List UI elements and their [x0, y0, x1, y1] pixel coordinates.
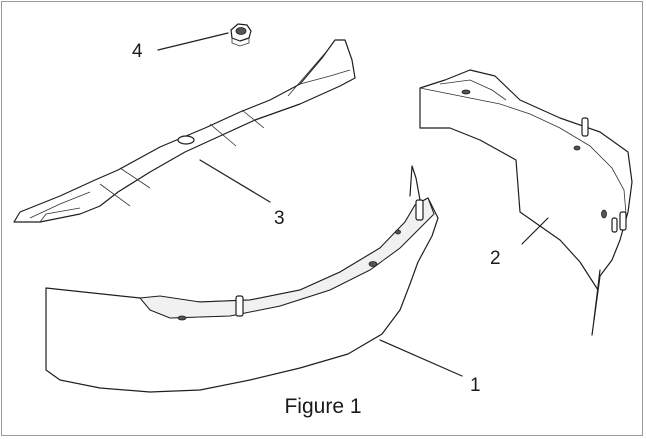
callout-1: 1 [470, 375, 481, 396]
part-4-nut [230, 23, 252, 47]
callout-3: 3 [274, 208, 285, 229]
part-2-baffle [419, 69, 633, 336]
leader-line-3 [199, 159, 271, 203]
leader-line-4 [157, 32, 229, 51]
leader-line-2 [521, 217, 549, 245]
part-3-blade [13, 39, 356, 223]
callout-4: 4 [132, 41, 143, 62]
part-1-baffle [45, 165, 439, 393]
figure-caption: Figure 1 [284, 395, 362, 418]
callout-2: 2 [490, 248, 501, 269]
leader-line-1 [379, 339, 463, 377]
